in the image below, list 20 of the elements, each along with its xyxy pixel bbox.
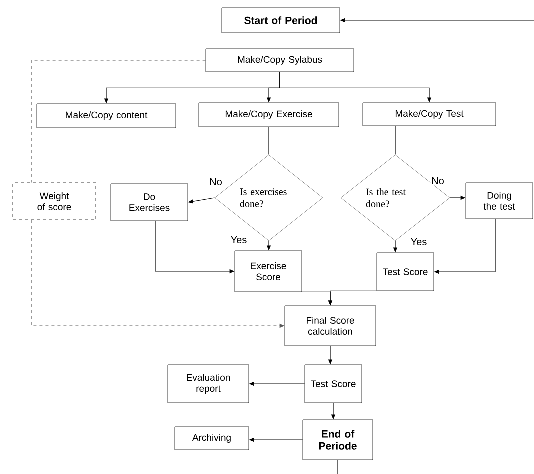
connector-line [268, 126, 270, 156]
process-box: Exercise Score [234, 250, 302, 292]
process-box: Evaluation report [168, 364, 250, 404]
terminal-box: Start of Period [222, 8, 340, 34]
process-box: Make/Copy Test [362, 102, 496, 126]
process-box: Test Score [304, 364, 362, 404]
connector-line [31, 60, 206, 184]
process-box: Make/Copy Exercise [198, 102, 340, 128]
edge-label: Yes [230, 236, 248, 244]
edge-label: No [430, 176, 446, 186]
process-box: Doing the test [466, 182, 534, 220]
process-box: Make/Copy Sylabus [206, 48, 354, 72]
process-box: Weight of score [12, 182, 96, 220]
process-box: Do Exercises [110, 184, 188, 222]
process-box: Make/Copy content [36, 104, 176, 128]
process-box: Archiving [174, 426, 250, 450]
process-box: Final Score calculation [284, 306, 376, 346]
terminal-box: End of Periode [302, 420, 374, 460]
process-box: Test Score [376, 252, 434, 292]
connector-line [395, 126, 396, 156]
